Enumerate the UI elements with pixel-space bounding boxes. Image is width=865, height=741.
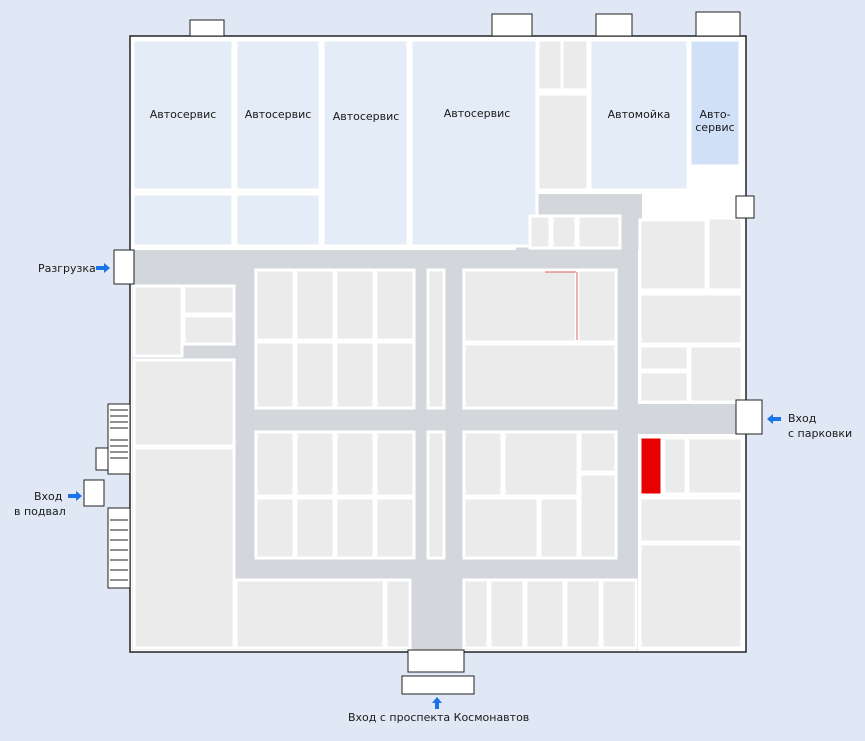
- label-basement-line1: Вход: [34, 490, 63, 503]
- room-autoservice-1-lower[interactable]: [131, 192, 235, 248]
- shop-c-13[interactable]: [254, 430, 296, 498]
- shop-west-3[interactable]: [182, 314, 236, 346]
- shop-c-25[interactable]: [462, 496, 540, 560]
- shop-c-17[interactable]: [254, 496, 296, 560]
- highlighted-shop[interactable]: [640, 437, 662, 495]
- arrow-parking-icon: [767, 414, 781, 424]
- shop-west-5[interactable]: [132, 446, 236, 650]
- shop-c-23[interactable]: [502, 430, 580, 498]
- shop-east-7[interactable]: [662, 436, 688, 496]
- shop-south-6[interactable]: [564, 578, 602, 650]
- shop-c-18[interactable]: [294, 496, 336, 560]
- shop-c-14[interactable]: [294, 430, 336, 498]
- shop-west-2[interactable]: [182, 284, 236, 316]
- arrow-main-icon: [432, 697, 442, 709]
- shop-c-4[interactable]: [374, 268, 416, 342]
- service-room-north-2: [536, 38, 564, 92]
- shop-c-19[interactable]: [334, 496, 376, 560]
- autoservice-block: [131, 38, 742, 248]
- shop-c-12[interactable]: [462, 342, 618, 410]
- label-parking-line1: Вход: [788, 412, 817, 425]
- shop-c-5[interactable]: [254, 340, 296, 410]
- shop-east-8[interactable]: [686, 436, 744, 496]
- arrow-unloading-icon: [96, 263, 110, 273]
- shop-c-11[interactable]: [576, 268, 618, 344]
- shop-c-6[interactable]: [294, 340, 336, 410]
- shop-east-4[interactable]: [638, 344, 690, 372]
- shop-east-6[interactable]: [638, 370, 690, 404]
- label-unloading: Разгрузка: [38, 262, 96, 275]
- room-carwash[interactable]: [588, 38, 690, 192]
- stairs-west: [107, 403, 131, 589]
- shop-c-1[interactable]: [254, 268, 296, 342]
- label-autoservice-1: Автосервис: [149, 108, 217, 121]
- label-autoservice-5-line2: сервис: [695, 121, 735, 134]
- label-autoservice-2: Автосервис: [244, 108, 312, 121]
- service-room-north-4: [550, 214, 578, 250]
- shop-east-2[interactable]: [706, 216, 744, 292]
- shop-south-4[interactable]: [488, 578, 526, 650]
- room-autoservice-2-lower[interactable]: [234, 192, 322, 248]
- room-autoservice-3[interactable]: [321, 38, 410, 248]
- shop-c-26[interactable]: [538, 496, 580, 560]
- shop-c-10[interactable]: [462, 268, 578, 344]
- shop-south-2[interactable]: [384, 578, 412, 650]
- shop-c-15[interactable]: [334, 430, 376, 498]
- label-autoservice-5-line1: Авто-: [699, 108, 731, 121]
- label-autoservice-4: Автосервис: [443, 107, 511, 120]
- shop-west-1[interactable]: [132, 284, 184, 358]
- shop-c-9[interactable]: [426, 268, 446, 410]
- corridor-area-east: [636, 404, 744, 434]
- shop-c-8[interactable]: [374, 340, 416, 410]
- shop-south-5[interactable]: [524, 578, 566, 650]
- shop-c-16[interactable]: [374, 430, 416, 498]
- room-autoservice-2[interactable]: [234, 38, 322, 192]
- service-room-north-1: [536, 92, 590, 192]
- shop-c-7[interactable]: [334, 340, 376, 410]
- entrance-structures: [83, 11, 763, 695]
- label-main-entrance: Вход с проспекта Космонавтов: [348, 711, 530, 724]
- shop-c-2[interactable]: [294, 268, 336, 342]
- service-room-north-5: [576, 214, 622, 250]
- shop-c-20[interactable]: [374, 496, 416, 560]
- room-autoservice-5[interactable]: [688, 38, 742, 168]
- shop-east-10[interactable]: [638, 542, 744, 650]
- shop-c-27[interactable]: [578, 472, 618, 560]
- shop-east-1[interactable]: [638, 218, 708, 292]
- shop-east-3[interactable]: [638, 292, 744, 346]
- arrow-basement-icon: [68, 491, 82, 501]
- label-basement-line2: в подвал: [14, 505, 66, 518]
- shop-c-24[interactable]: [578, 430, 618, 474]
- shop-south-3[interactable]: [462, 578, 490, 650]
- shop-east-9[interactable]: [638, 496, 744, 544]
- shop-c-22[interactable]: [462, 430, 504, 498]
- label-carwash: Автомойка: [607, 108, 671, 121]
- room-autoservice-1[interactable]: [131, 38, 235, 192]
- stairs-room-north: [560, 38, 590, 92]
- shop-south-7[interactable]: [600, 578, 638, 650]
- shop-west-4[interactable]: [132, 358, 236, 448]
- service-room-north-3: [528, 214, 552, 250]
- shop-south-1[interactable]: [234, 578, 386, 650]
- room-autoservice-4[interactable]: [409, 38, 539, 248]
- label-parking-line2: с парковки: [788, 427, 853, 440]
- shop-east-5[interactable]: [688, 344, 744, 404]
- shop-c-21[interactable]: [426, 430, 446, 560]
- shop-c-3[interactable]: [334, 268, 376, 342]
- label-autoservice-3: Автосервис: [332, 110, 400, 123]
